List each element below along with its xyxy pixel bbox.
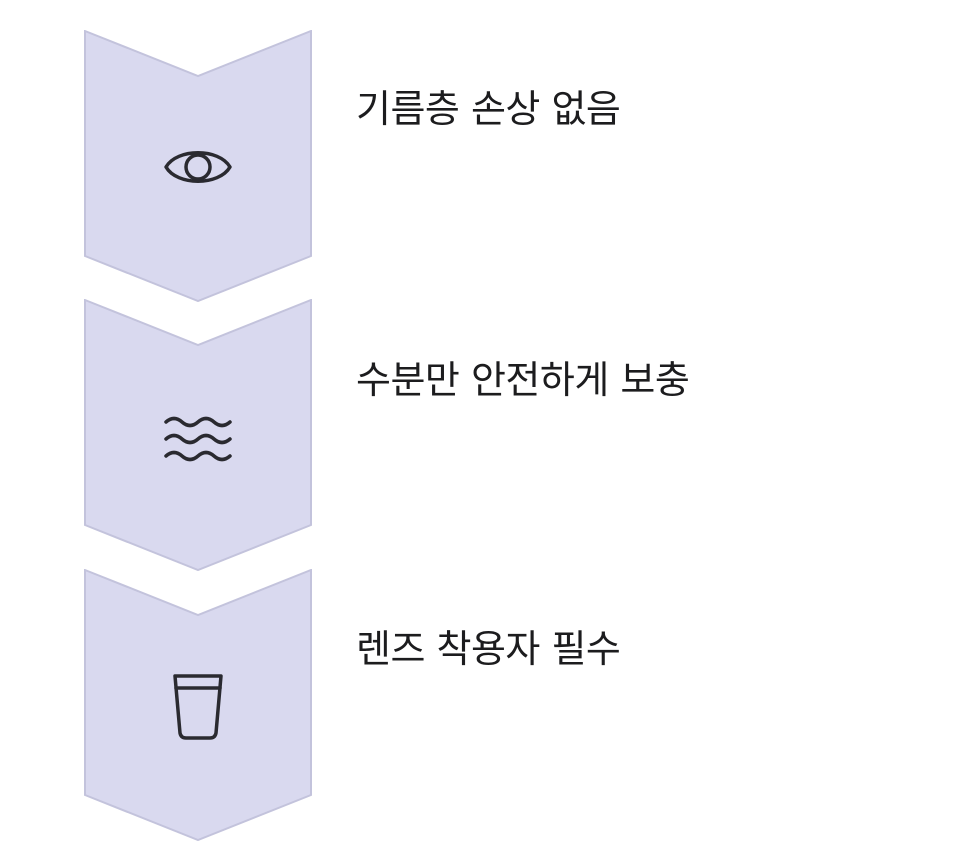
chevron-shape: [84, 299, 314, 571]
step-3: 렌즈 착용자 필수: [0, 569, 958, 841]
chevron-shape: [84, 30, 314, 302]
step-2: 수분만 안전하게 보충: [0, 299, 958, 571]
step-1: 기름층 손상 없음: [0, 30, 958, 302]
step-label: 기름층 손상 없음: [356, 87, 621, 131]
step-label: 렌즈 착용자 필수: [356, 627, 621, 671]
chevron-shape: [84, 569, 314, 841]
eye-icon: [163, 132, 233, 202]
cup-icon: [163, 672, 233, 742]
waves-icon: [163, 404, 233, 474]
step-label: 수분만 안전하게 보충: [356, 358, 690, 402]
